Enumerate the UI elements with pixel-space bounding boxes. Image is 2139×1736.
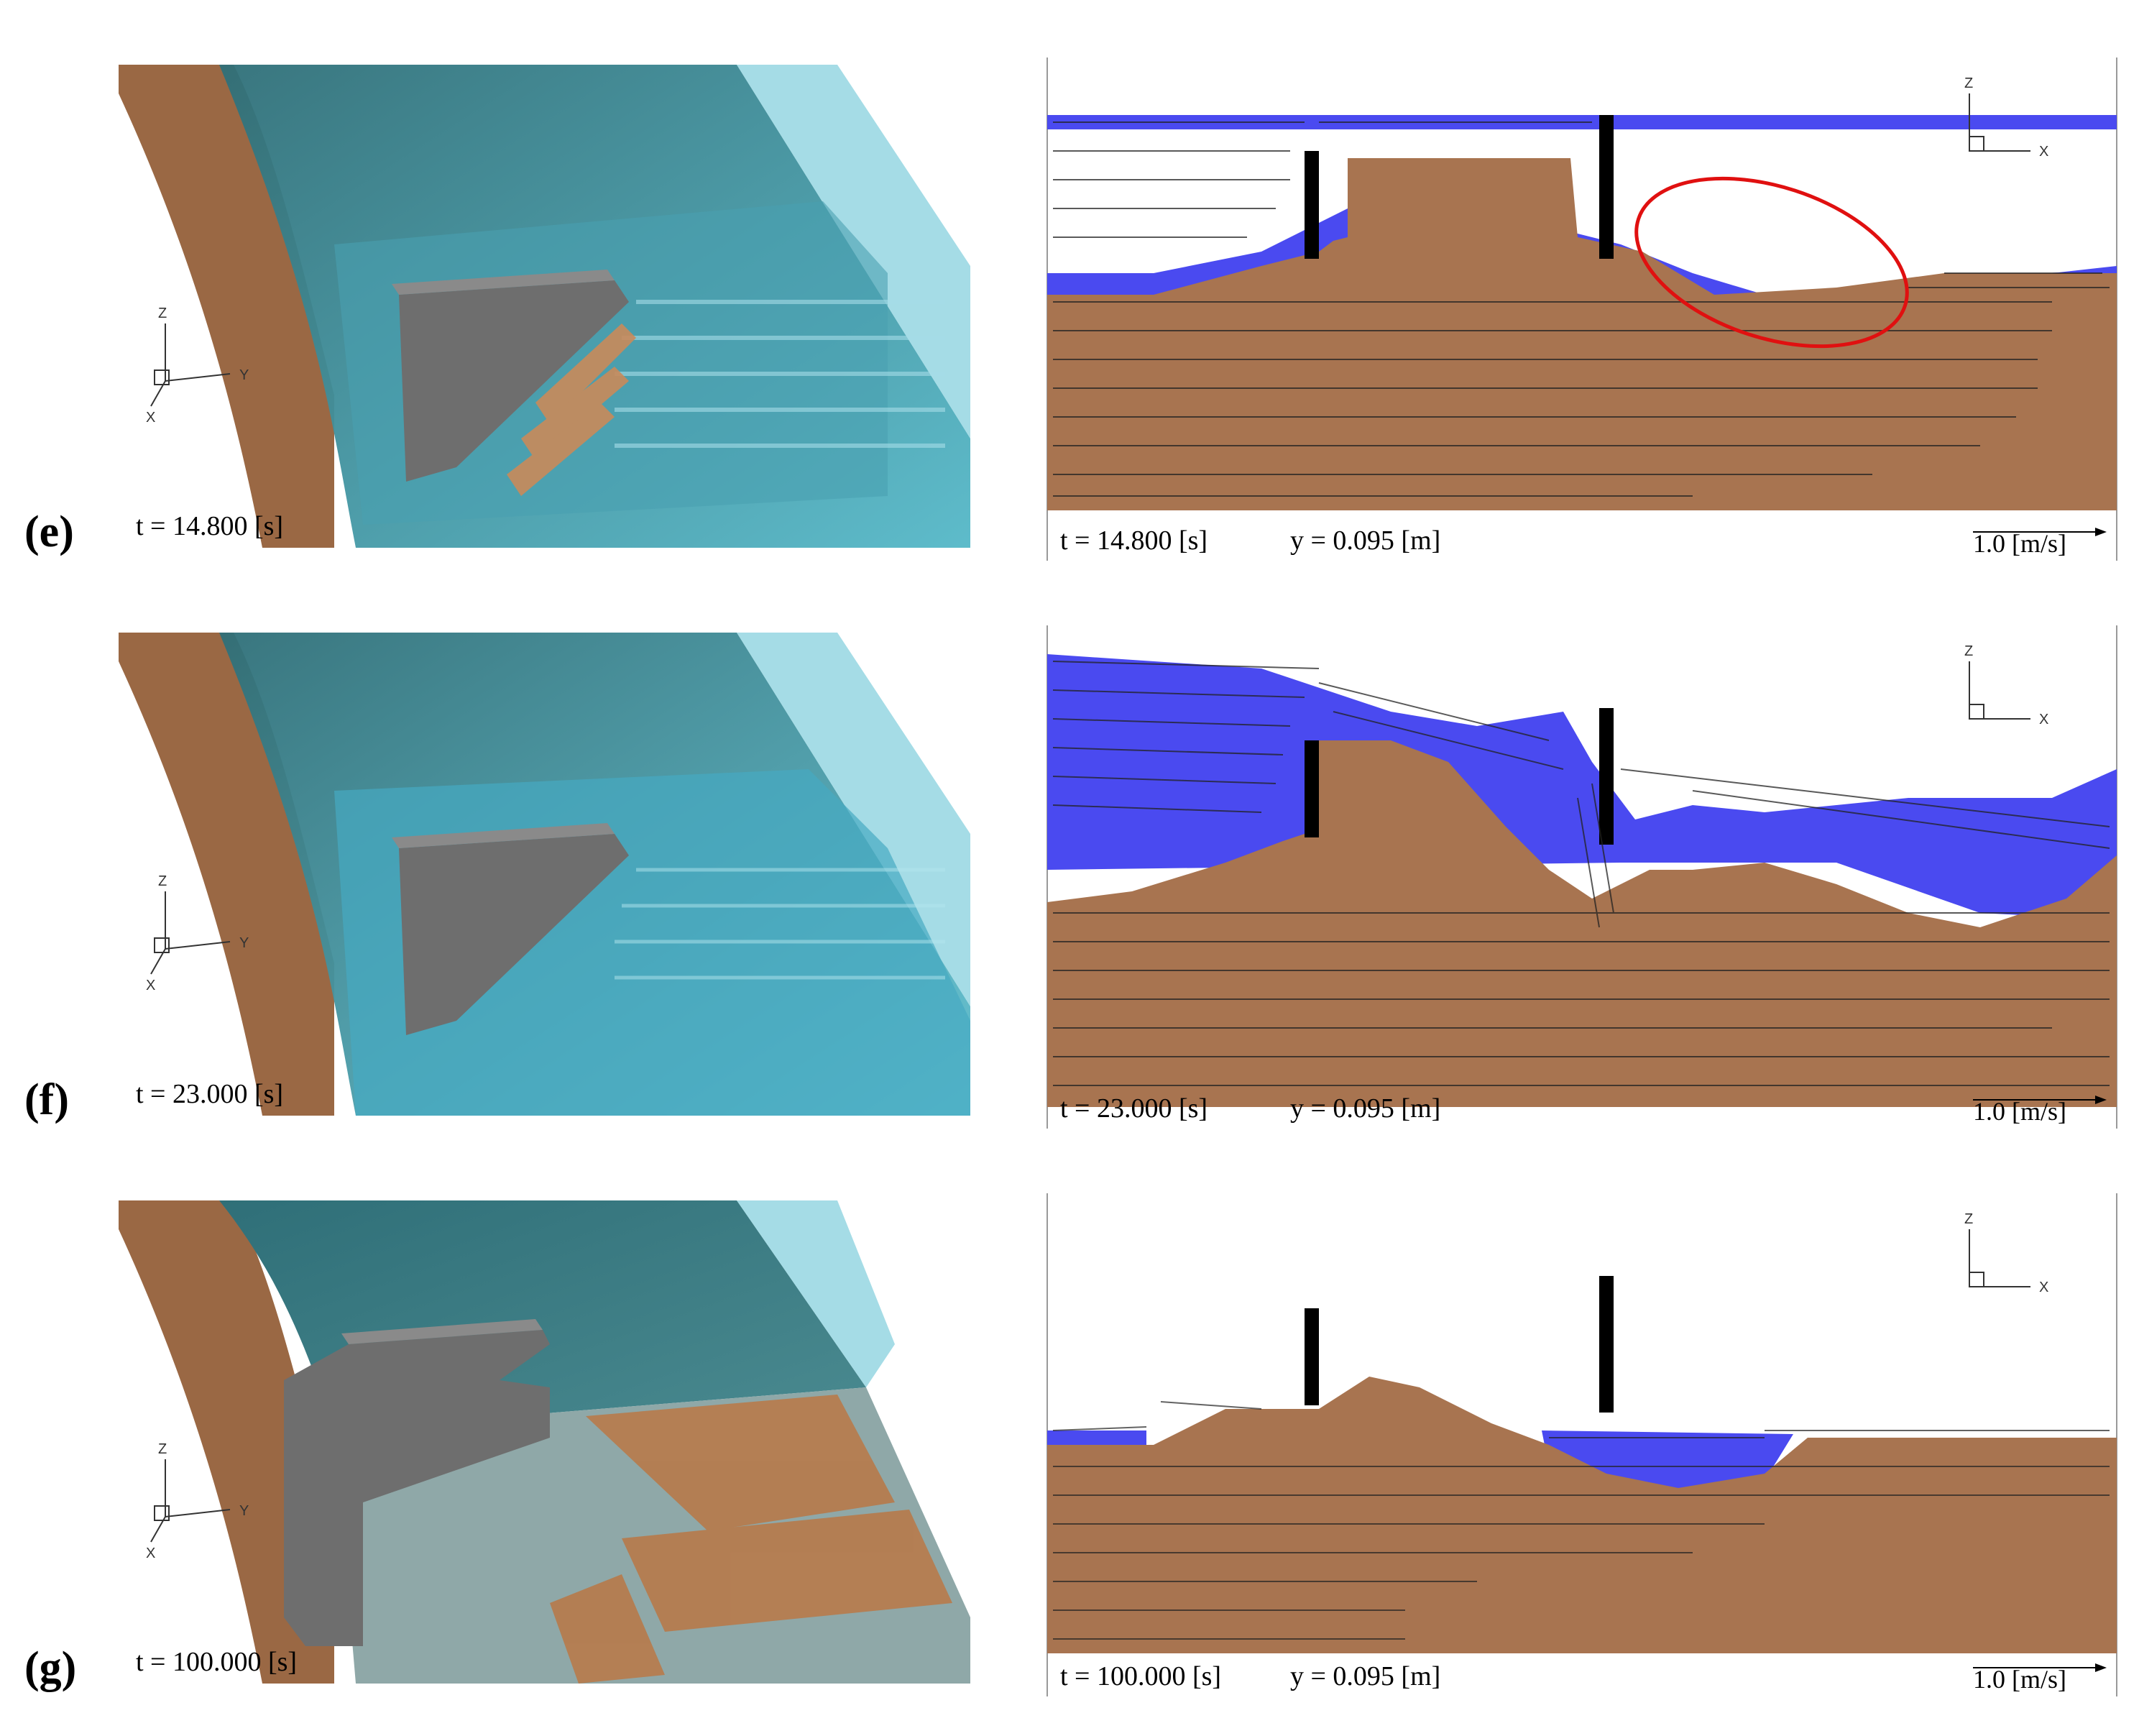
pile-right-e	[1599, 115, 1614, 259]
svg-text:Y: Y	[239, 935, 249, 951]
time-label-2d-f: t = 23.000 [s]	[1060, 1093, 1208, 1124]
svg-text:X: X	[2039, 144, 2048, 160]
svg-text:Z: Z	[158, 1441, 167, 1457]
render-3d-e: Z Y X t = 14.800 [s]	[119, 65, 970, 548]
row-g: Z Y X t = 100.000 [s] (g)	[0, 1193, 2139, 1718]
time-label-3d-e: t = 14.800 [s]	[136, 511, 284, 541]
svg-text:X: X	[146, 1546, 155, 1561]
y-position-g: y = 0.095 [m]	[1290, 1661, 1441, 1691]
spur-dike-f	[399, 834, 629, 1035]
velocity-scale-e: 1.0 [m/s]	[1973, 529, 2066, 558]
time-label-2d-e: t = 14.800 [s]	[1060, 525, 1208, 556]
section-2d-e-svg: Z X	[1046, 58, 2117, 561]
svg-text:Y: Y	[239, 1503, 249, 1519]
sediment-e	[1047, 158, 2117, 510]
sediment-g	[1047, 1377, 2117, 1653]
time-label-3d-g: t = 100.000 [s]	[136, 1647, 298, 1677]
panel-label-g: (g)	[24, 1643, 77, 1692]
section-2d-e: Z X t = 14.800 [s] y = 0.095 [m] 1.0 [m/…	[1046, 58, 2120, 561]
velocity-scale-g: 1.0 [m/s]	[1973, 1665, 2066, 1694]
section-2d-f-svg: Z X	[1046, 625, 2117, 1129]
axis-triad-3d-f	[150, 891, 231, 975]
spur-dike-e	[399, 280, 629, 482]
pile-left-g	[1305, 1308, 1319, 1405]
svg-text:Z: Z	[158, 873, 167, 889]
section-2d-g: Z X t = 100.000 [s] y = 0.095 [m] 1.0 [m…	[1046, 1193, 2120, 1696]
svg-text:Z: Z	[1964, 1211, 1973, 1227]
panel-label-e: (e)	[24, 508, 74, 556]
svg-text:Z: Z	[158, 306, 167, 321]
scour-highlight-ellipse	[1634, 176, 1909, 349]
bank-slope	[119, 65, 334, 548]
svg-text:X: X	[146, 978, 155, 993]
pile-left-e	[1305, 151, 1319, 259]
render-3d-g: Z Y X t = 100.000 [s]	[119, 1200, 970, 1684]
y-position-e: y = 0.095 [m]	[1290, 525, 1441, 556]
y-position-f: y = 0.095 [m]	[1290, 1093, 1441, 1124]
axis-triad-2d-g	[1969, 1229, 2030, 1287]
time-label-2d-g: t = 100.000 [s]	[1060, 1661, 1222, 1691]
svg-text:X: X	[2039, 1280, 2048, 1295]
section-2d-g-svg: Z X	[1046, 1193, 2117, 1696]
row-e: Z Y X t = 14.800 [s] (e)	[0, 58, 2139, 582]
velocity-scale-f: 1.0 [m/s]	[1973, 1097, 2066, 1126]
pile-left-f	[1305, 740, 1319, 837]
pile-right-g	[1599, 1276, 1614, 1413]
velocity-vectors-f	[1052, 661, 2110, 1086]
axis-triad-3d-g	[150, 1459, 231, 1543]
panel-label-f: (f)	[24, 1075, 69, 1124]
spur-dike-g	[284, 1330, 550, 1646]
velocity-vectors-g	[1052, 1401, 2110, 1640]
pile-right-f	[1599, 708, 1614, 845]
bank-slope	[119, 1200, 334, 1684]
time-label-3d-f: t = 23.000 [s]	[136, 1079, 284, 1109]
svg-text:Y: Y	[239, 367, 249, 383]
axis-triad-3d-e	[150, 323, 231, 407]
render-3d-g-svg: Z Y X	[119, 1200, 970, 1684]
axis-triad-2d-e	[1969, 93, 2030, 152]
svg-text:Z: Z	[1964, 643, 1973, 659]
render-3d-f-svg: Z Y X	[119, 633, 970, 1116]
section-2d-f: Z X t = 23.000 [s] y = 0.095 [m] 1.0 [m/…	[1046, 625, 2120, 1129]
row-f: Z Y X t = 23.000 [s] (f)	[0, 625, 2139, 1150]
render-3d-f: Z Y X t = 23.000 [s]	[119, 633, 970, 1116]
svg-text:X: X	[146, 410, 155, 426]
render-3d-e-svg: Z Y X	[119, 65, 970, 548]
bank-slope	[119, 633, 334, 1116]
svg-text:Z: Z	[1964, 75, 1973, 91]
axis-triad-2d-f	[1969, 661, 2030, 720]
svg-text:X: X	[2039, 712, 2048, 727]
